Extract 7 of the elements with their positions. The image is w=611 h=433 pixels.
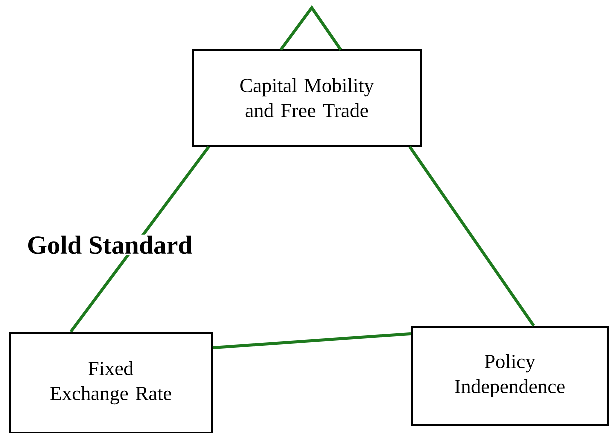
text-box: Capital Mobility and Free Trade [192,49,422,147]
connector-line [212,332,412,350]
text-box: Policy Independence [411,326,609,426]
connector-line [70,146,210,333]
text-box: Fixed Exchange Rate [9,332,213,433]
diagram-label: Gold Standard [26,234,194,256]
connector-line [408,146,536,327]
